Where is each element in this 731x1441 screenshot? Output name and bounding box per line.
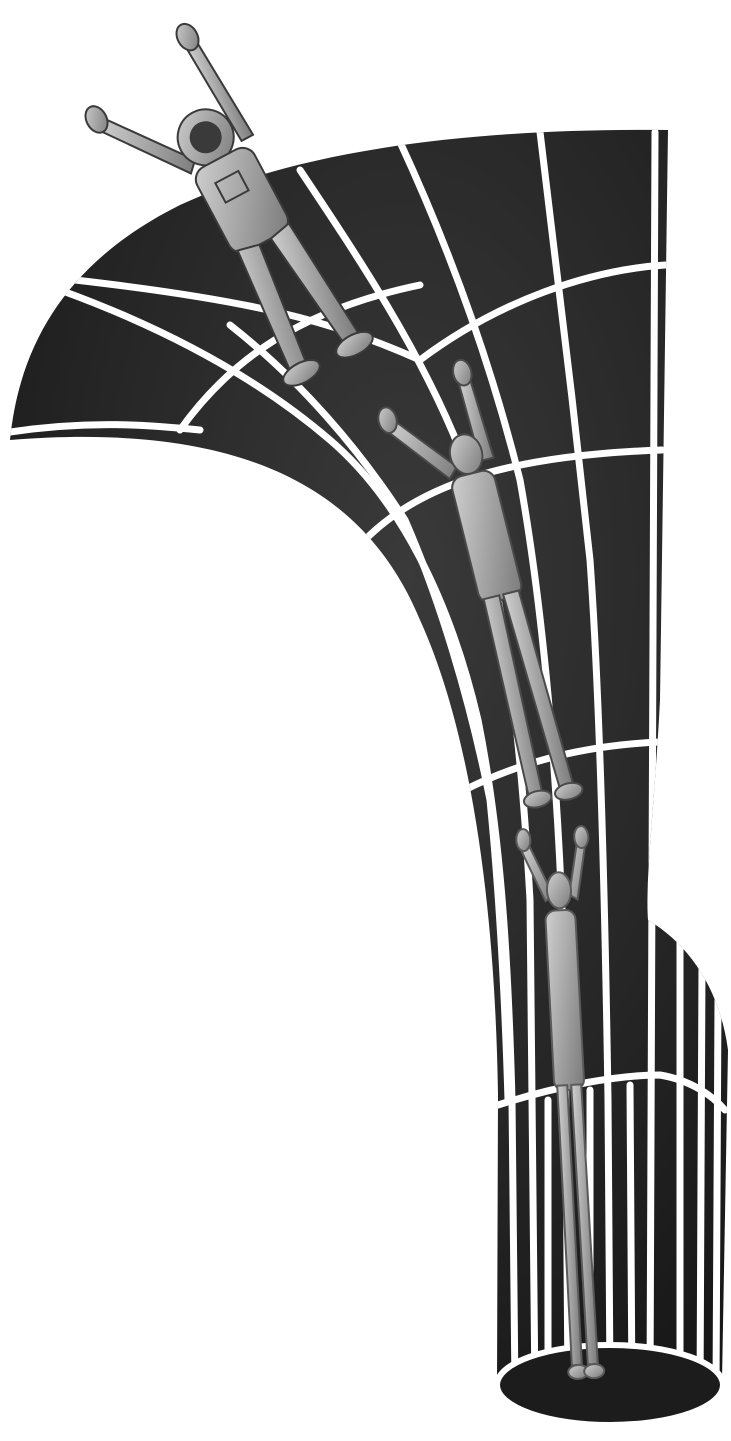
funnel-surface — [10, 130, 728, 1405]
funnel-bottom-rim — [497, 1345, 723, 1425]
funnel — [10, 130, 728, 1425]
